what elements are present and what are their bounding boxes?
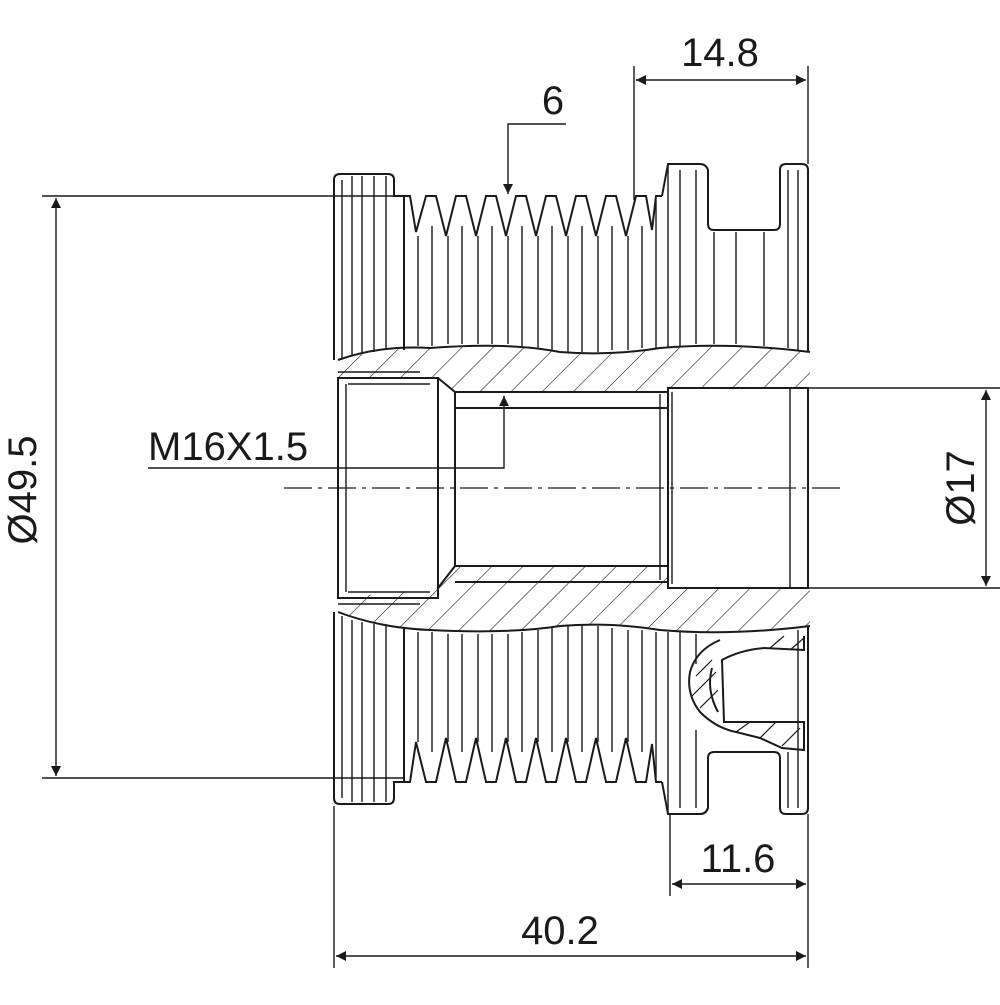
dim-front-length: 14.8 (633, 31, 809, 200)
bore-diameter-label: Ø17 (939, 450, 983, 526)
thread-label: M16X1.5 (148, 425, 308, 469)
dim-outer-diameter: Ø49.5 (1, 195, 404, 779)
overall-length-label: 40.2 (521, 909, 599, 953)
pulley-upper-profile (333, 163, 809, 360)
dim-rear-length: 11.6 (669, 814, 809, 896)
front-length-label: 14.8 (681, 31, 759, 75)
rear-length-label: 11.6 (701, 837, 776, 881)
dim-bore-diameter: Ø17 (808, 387, 1000, 589)
pulley-lower-profile (333, 612, 809, 815)
dim-thread: M16X1.5 (148, 396, 509, 469)
groove-count-label: 6 (542, 79, 564, 123)
outer-diameter-label: Ø49.5 (1, 436, 45, 545)
section-hatching (337, 344, 811, 634)
dim-groove-count: 6 (503, 79, 566, 194)
dim-overall-length: 40.2 (333, 806, 809, 968)
